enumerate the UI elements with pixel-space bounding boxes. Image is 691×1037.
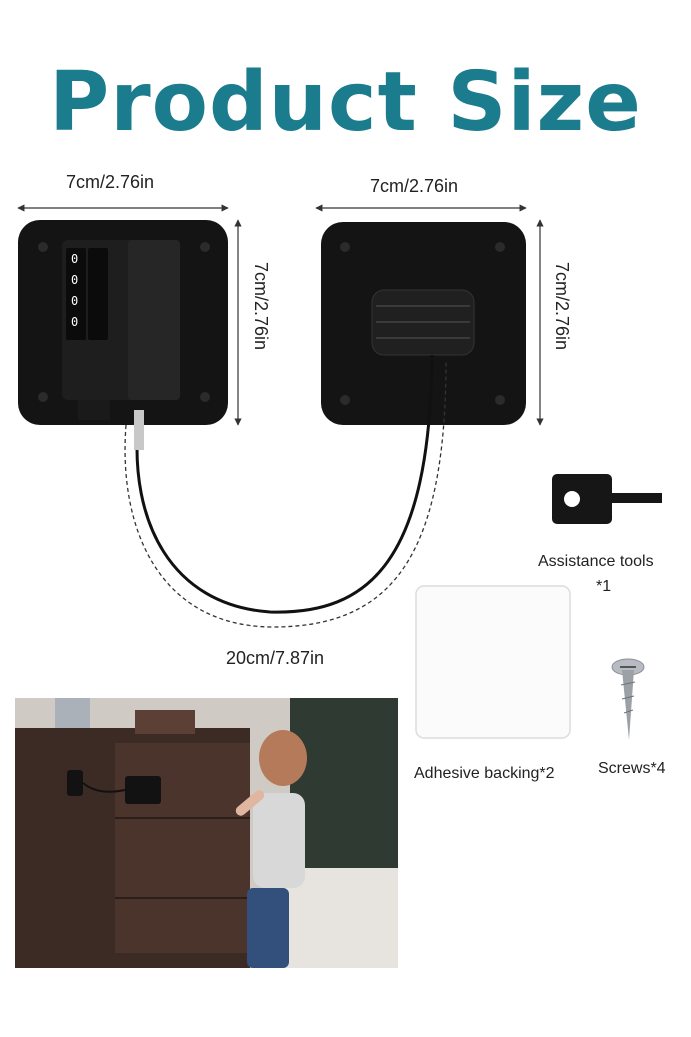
combination-lock-body	[18, 220, 228, 425]
key-count: *1	[596, 578, 612, 595]
cable-length-label: 20cm/7.87in	[226, 648, 325, 668]
dial-4: 0	[71, 315, 79, 329]
dial-3: 0	[71, 294, 79, 308]
dial-1: 0	[71, 252, 79, 266]
key-icon	[552, 474, 662, 524]
right-height-label: 7cm/2.76in	[552, 262, 572, 351]
screws-label: Screws*4	[598, 760, 666, 777]
left-height-label: 7cm/2.76in	[251, 262, 271, 351]
adhesive-pad-image	[415, 585, 571, 739]
lifestyle-photo	[15, 698, 398, 968]
page-title: Product Size	[49, 55, 642, 150]
adhesive-label: Adhesive backing*2	[414, 765, 555, 782]
cable	[135, 354, 434, 614]
key-label: Assistance tools	[538, 553, 654, 570]
dial-2: 0	[71, 273, 79, 287]
left-width-label: 7cm/2.76in	[66, 172, 155, 192]
right-width-label: 7cm/2.76in	[370, 176, 459, 196]
combination-dials: 0 0 0 0	[71, 252, 107, 336]
anchor-block-body	[321, 222, 526, 425]
screw-icon	[611, 658, 645, 740]
cable-length-guide	[124, 359, 447, 628]
